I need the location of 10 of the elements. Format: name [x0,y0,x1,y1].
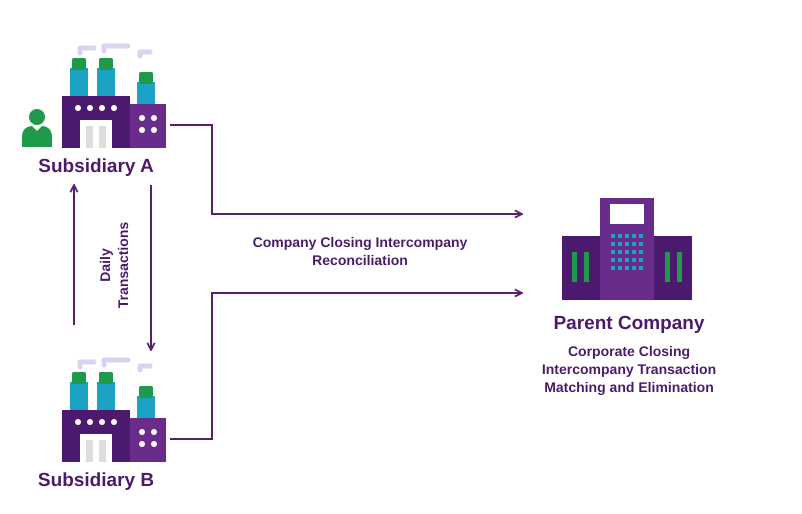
node-title: Subsidiary A [37,156,155,178]
arrow [146,185,156,351]
node-description: Corporate Closing Intercompany Transaction Matching and Elimination [540,342,718,396]
node-title: Subsidiary B [36,470,156,492]
arrow [70,184,78,325]
node-title: Parent Company [552,313,706,335]
rotated-label: Daily Transactions [96,220,132,310]
flow-label: Company Closing Intercompany Reconciliation [252,233,468,269]
arrow [170,288,523,440]
arrow [170,124,523,218]
